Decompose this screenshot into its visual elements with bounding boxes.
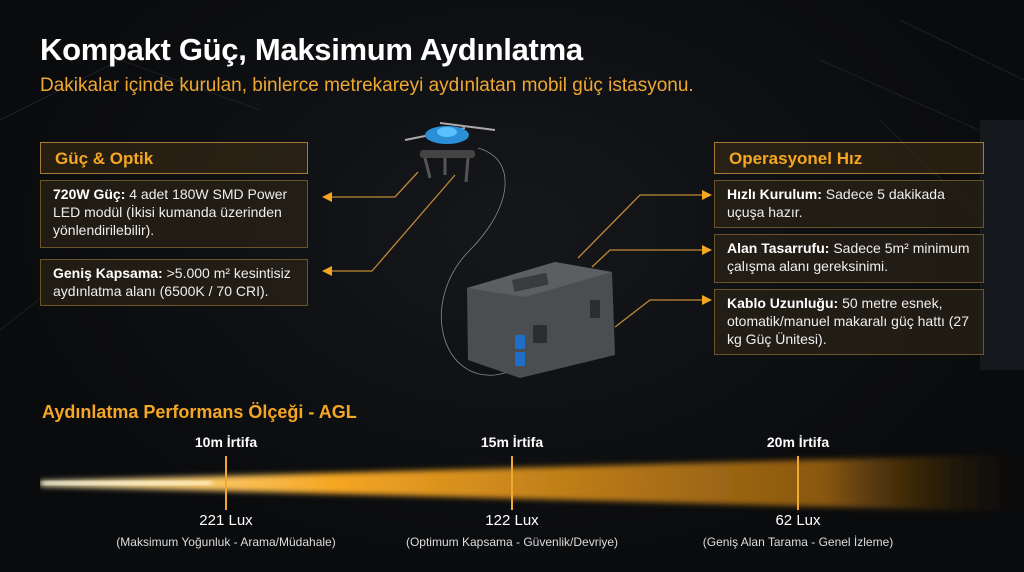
card-text: 50 metre esnek, otomatik/manuel makaralı… xyxy=(727,295,970,347)
card-label: Geniş Kapsama: xyxy=(53,265,163,281)
feature-card-cable: Kablo Uzunluğu: 50 metre esnek, otomatik… xyxy=(714,289,984,355)
card-text: 4 adet 180W SMD Power LED modül (İkisi k… xyxy=(53,186,288,238)
lux-description: (Maksimum Yoğunluk - Arama/Müdahale) xyxy=(116,535,336,549)
feature-card-coverage: Geniş Kapsama: >5.000 m² kesintisiz aydı… xyxy=(40,259,308,306)
scale-tick-20m xyxy=(797,456,799,510)
altitude-label: 10m İrtifa xyxy=(194,434,258,450)
scale-tick-15m xyxy=(511,456,513,510)
scale-tick-10m xyxy=(225,456,227,510)
card-label: Alan Tasarrufu: xyxy=(727,240,830,256)
feature-card-setup: Hızlı Kurulum: Sadece 5 dakikada uçuşa h… xyxy=(714,180,984,228)
connector-lines xyxy=(332,171,705,328)
scale-title: Aydınlatma Performans Ölçeği - AGL xyxy=(42,402,357,422)
lux-value: 122 Lux xyxy=(485,512,539,529)
lux-value: 221 Lux xyxy=(199,512,253,529)
card-text: >5.000 m² kesintisiz aydınlatma alanı (6… xyxy=(53,265,291,299)
card-label: Kablo Uzunluğu: xyxy=(727,295,839,311)
drone-image xyxy=(404,122,496,183)
card-text: Sadece 5m² minimum çalışma alanı gereksi… xyxy=(727,240,970,274)
feature-card-area: Alan Tasarrufu: Sadece 5m² minimum çalış… xyxy=(714,234,984,283)
feature-card-power: 720W Güç: 4 adet 180W SMD Power LED modü… xyxy=(40,180,308,248)
section-heading-power-optics: Güç & Optik xyxy=(40,142,308,174)
card-label: Hızlı Kurulum: xyxy=(727,186,822,202)
lux-value: 62 Lux xyxy=(775,512,821,529)
page-subtitle: Dakikalar içinde kurulan, binlerce metre… xyxy=(40,75,694,96)
light-beam xyxy=(40,454,1020,512)
card-text: Sadece 5 dakikada uçuşa hazır. xyxy=(727,186,945,220)
lux-description: (Optimum Kapsama - Güvenlik/Devriye) xyxy=(405,535,619,549)
lux-description: (Geniş Alan Tarama - Genel İzleme) xyxy=(702,535,894,549)
altitude-label: 15m İrtifa xyxy=(480,434,544,450)
altitude-label: 20m İrtifa xyxy=(766,434,830,450)
section-heading-operational-speed: Operasyonel Hız xyxy=(714,142,984,174)
card-label: 720W Güç: xyxy=(53,186,126,202)
power-unit-image xyxy=(467,262,615,378)
page-title: Kompakt Güç, Maksimum Aydınlatma xyxy=(40,32,583,67)
